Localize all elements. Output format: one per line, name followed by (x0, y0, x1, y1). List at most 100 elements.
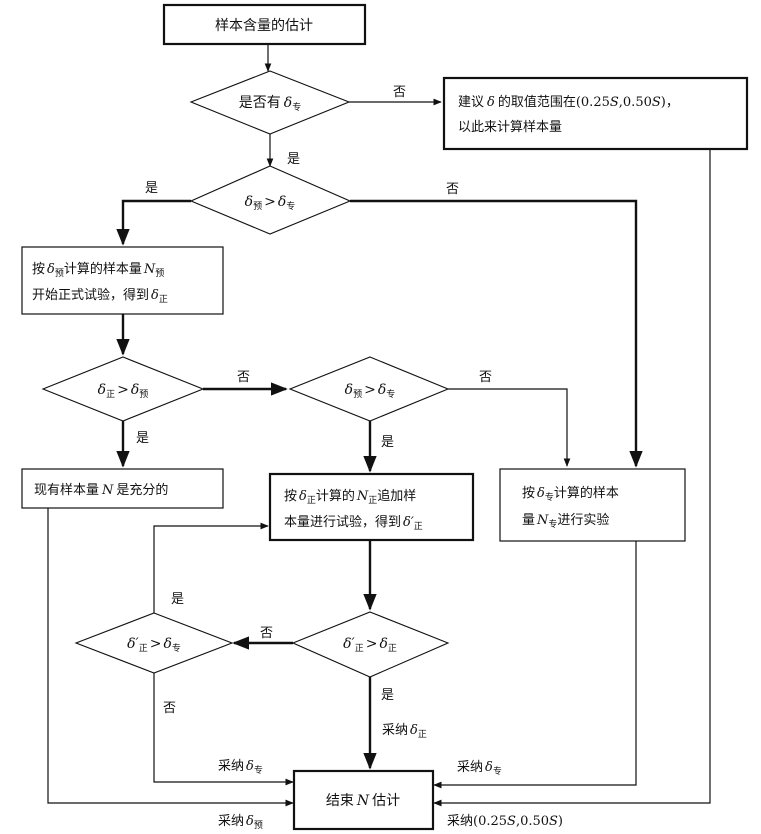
cmp6-op: > (366, 636, 378, 652)
label-adopt-pro-left-sym: δ (246, 759, 254, 774)
label-adopt-range-m: ,0.50 (516, 814, 549, 829)
cmp6-a: δ′ (343, 636, 355, 652)
cmp2-a: δ (98, 382, 106, 398)
cmp5-a: δ′ (127, 636, 139, 652)
pre-calc-sym: δ (47, 262, 55, 277)
svg-text:采纳(0.25S,0.50S): 采纳(0.25S,0.50S) (447, 814, 563, 829)
edge-cmp-pre-pro2-no (448, 388, 571, 467)
pro-calc-sym: δ (537, 486, 545, 501)
label-adopt-zheng-sym: δ (410, 723, 418, 738)
label-adopt-zheng-sub: 正 (418, 730, 427, 740)
pro-calc-line2a: 量 (522, 513, 535, 528)
zheng-calc-p1: 按 (284, 489, 297, 504)
label-adopt-range-s2: S (549, 814, 558, 829)
cmp1-op: > (264, 194, 276, 210)
pro-calc-sub: 专 (545, 491, 554, 503)
label-adopt-pro-left-sub: 专 (254, 764, 263, 776)
node-start: 样本含量的估计 (162, 3, 367, 46)
pro-calc-n-sub: 专 (548, 518, 557, 530)
edge-cmp-zp-pro-no (153, 673, 294, 786)
zheng-calc-line2: 本量进行试验，得到 (284, 514, 401, 530)
cmp6-a-sub: 正 (355, 644, 364, 654)
cmp5-b: δ (163, 636, 171, 652)
has-delta-sub: 专 (292, 101, 301, 113)
suggest-prefix: 建议 (458, 95, 484, 110)
label-adopt-pro-right-sym: δ (485, 760, 493, 775)
edge-pro-calc-to-end (433, 541, 637, 789)
zheng-calc-p2: 计算的 (316, 488, 355, 504)
label-adopt-range: 采纳(0.25 (447, 814, 507, 829)
pro-calc-p2: 计算的样本 (554, 485, 619, 501)
cmp5-b-sub: 专 (172, 642, 181, 654)
svg-text:δ′正>δ正: δ′正>δ正 (343, 636, 397, 654)
label-adopt-pre-sym: δ (246, 814, 254, 829)
cmp3-b: δ (378, 382, 386, 398)
label-no-6: 否 (163, 701, 176, 716)
label-no-2: 否 (446, 182, 459, 197)
cmp3-b-sub: 专 (386, 388, 395, 400)
end-n: N (356, 793, 370, 809)
edge-suggest-to-end (433, 149, 711, 807)
label-adopt-range-e: ) (558, 814, 563, 829)
suggest-range-b: ,0.50 (619, 95, 652, 110)
cmp2-b-sub: 预 (139, 389, 148, 400)
cmp6-b-sub: 正 (388, 644, 397, 654)
cmp2-a-sub: 正 (106, 390, 115, 400)
label-adopt-pre-sub: 预 (254, 820, 263, 831)
label-yes-4: 是 (381, 435, 394, 450)
zheng-calc-n-sub: 正 (368, 496, 377, 506)
cmp2-op: > (117, 382, 129, 398)
pre-calc-n-sub: 预 (155, 268, 164, 279)
cmp2-b: δ (131, 382, 139, 398)
has-delta-question: 是否有 (239, 95, 281, 111)
edge-cmp-pre-pro-yes (116, 199, 191, 246)
pro-calc-n: N (536, 513, 549, 528)
label-no-5: 否 (260, 626, 273, 641)
label-yes-2: 是 (145, 181, 158, 196)
edge-cmp-pre-pro-no (350, 199, 643, 468)
node-cmp-zheng-pre: δ正>δ预 (41, 356, 205, 422)
label-adopt-range-s1: S (507, 814, 516, 829)
pre-calc-line2: 开始正式试验，得到 (32, 287, 149, 303)
cmp1-a-sub: 预 (253, 201, 262, 212)
label-yes-6: 是 (381, 688, 394, 703)
has-delta-sym: δ (284, 95, 292, 111)
zheng-calc-n: N (356, 489, 369, 504)
label-no-1: 否 (393, 85, 406, 100)
label-adopt-pro-right: 采纳 (457, 760, 483, 775)
svg-text:δ正>δ预: δ正>δ预 (98, 382, 149, 400)
cmp1-b-sub: 专 (286, 200, 295, 212)
sufficient-p1: 现有样本量 (34, 483, 99, 498)
label-yes-5: 是 (171, 592, 184, 607)
suggest-range-c: )， (661, 95, 679, 110)
label-adopt-pro-left: 采纳 (218, 759, 244, 774)
cmp3-op: > (364, 382, 376, 398)
svg-text:δ预>δ专: δ预>δ专 (245, 194, 296, 212)
suggest-sym: δ (487, 95, 495, 110)
end-p1: 结束 (326, 793, 354, 809)
label-no-3: 否 (237, 370, 250, 385)
suggest-s2: S (652, 95, 661, 110)
sufficient-p2: 是充分的 (116, 482, 168, 498)
cmp5-a-sub: 正 (139, 644, 148, 654)
pre-calc-sub: 预 (55, 268, 64, 279)
